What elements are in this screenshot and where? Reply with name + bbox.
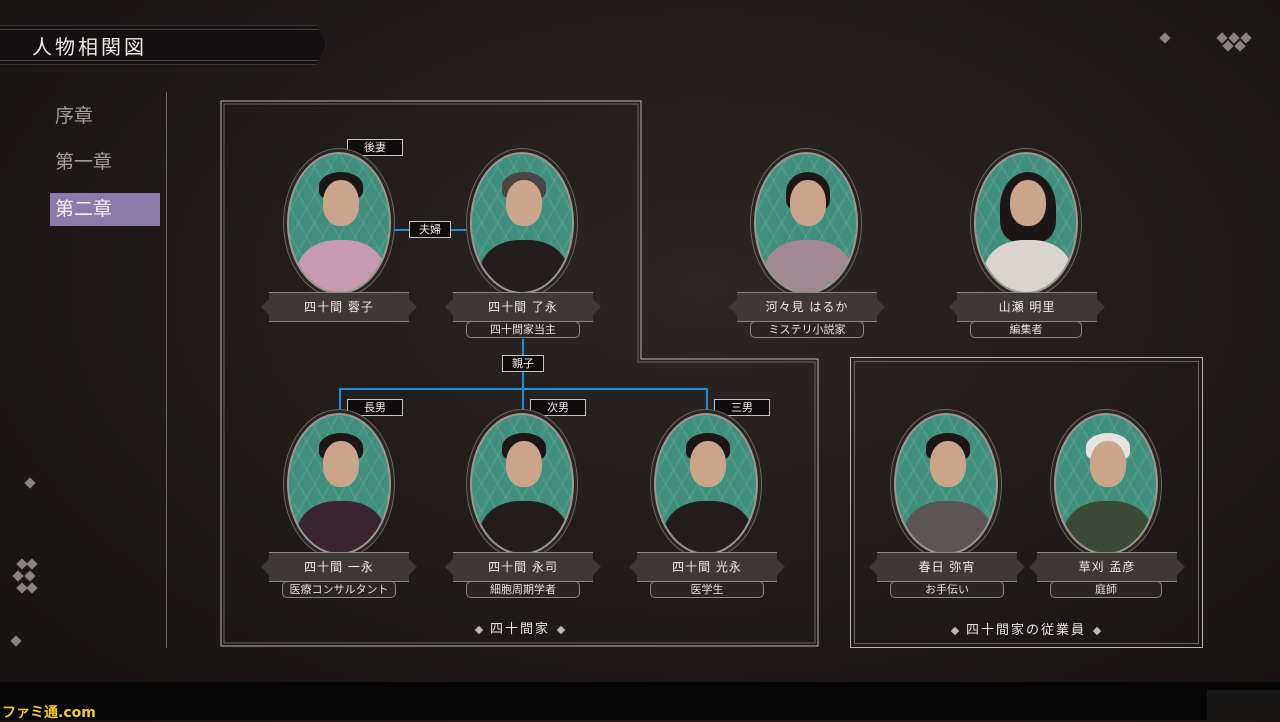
decor-diamond-icon <box>10 635 22 647</box>
role-eiji: 細胞周期学者 <box>466 581 580 598</box>
role-mitsunaga: 医学生 <box>650 581 764 598</box>
nameplate-yayoi: 春日 弥宵 <box>877 552 1017 582</box>
staff-frame <box>850 357 1203 648</box>
portrait-yayoi[interactable] <box>894 413 998 555</box>
family-frame <box>220 100 819 647</box>
decor-diamond-icon <box>12 570 24 582</box>
portrait-eiji[interactable] <box>470 413 574 555</box>
children-connector <box>339 388 708 390</box>
group-label-staff-text: 四十間家の従業員 <box>965 623 1086 638</box>
watermark-logo: ファミ通.com <box>2 705 96 721</box>
decor-diamond-icon <box>950 626 960 635</box>
portrait-ryouei[interactable] <box>470 152 574 294</box>
decor-diamond-icon <box>24 477 36 489</box>
decor-diamond-icon <box>474 625 484 634</box>
chapter-tab-1[interactable]: 第一章 <box>55 151 113 173</box>
portrait-takehiko[interactable] <box>1054 413 1158 555</box>
relation-tag-second-wife: 後妻 <box>347 139 403 156</box>
sidebar-divider <box>166 92 167 648</box>
nameplate-youko: 四十間 蓉子 <box>269 292 409 322</box>
decor-diamond-icon <box>1159 32 1171 44</box>
decor-diamond-icon <box>1092 626 1102 635</box>
role-ryouei: 四十間家当主 <box>466 321 580 338</box>
role-takehiko: 庭師 <box>1050 581 1162 598</box>
group-label-staff: 四十間家の従業員 <box>918 619 1134 638</box>
relation-tag-second-son: 次男 <box>530 399 586 416</box>
portrait-youko[interactable] <box>287 152 391 294</box>
group-label-family-text: 四十間家 <box>489 622 550 637</box>
portrait-haruka[interactable] <box>754 152 858 294</box>
parent-connector <box>522 339 524 409</box>
bottom-bar <box>0 682 1280 720</box>
decor-diamond-icon <box>26 558 38 570</box>
relation-tag-parent-child: 親子 <box>502 355 544 372</box>
nameplate-haruka: 河々見 はるか <box>737 292 877 322</box>
decor-diamond-icon <box>24 570 36 582</box>
relation-tag-eldest-son: 長男 <box>347 399 403 416</box>
child-connector-3 <box>706 388 708 410</box>
chapter-tab-2[interactable]: 第二章 <box>50 193 160 226</box>
role-haruka: ミステリ小説家 <box>750 321 864 338</box>
group-label-family: 四十間家 <box>440 618 600 637</box>
child-connector-1 <box>339 388 341 410</box>
chapter-tab-prologue[interactable]: 序章 <box>55 105 94 127</box>
relation-tag-spouse: 夫婦 <box>409 221 451 238</box>
nameplate-kazunaga: 四十間 一永 <box>269 552 409 582</box>
nameplate-takehiko: 草刈 孟彦 <box>1037 552 1177 582</box>
nameplate-akari: 山瀬 明里 <box>957 292 1097 322</box>
bottom-right-box <box>1207 690 1280 720</box>
relation-tag-third-son: 三男 <box>714 399 770 416</box>
portrait-mitsunaga[interactable] <box>654 413 758 555</box>
role-yayoi: お手伝い <box>890 581 1004 598</box>
portrait-akari[interactable] <box>974 152 1078 294</box>
decor-diamond-icon <box>26 582 38 594</box>
nameplate-eiji: 四十間 永司 <box>453 552 593 582</box>
decor-diamond-icon <box>556 625 566 634</box>
header-bar <box>0 25 326 65</box>
nameplate-mitsunaga: 四十間 光永 <box>637 552 777 582</box>
portrait-kazunaga[interactable] <box>287 413 391 555</box>
role-kazunaga: 医療コンサルタント <box>282 581 396 598</box>
nameplate-ryouei: 四十間 了永 <box>453 292 593 322</box>
staff-frame-inner <box>854 361 1199 644</box>
role-akari: 編集者 <box>970 321 1082 338</box>
page-title: 人物相関図 <box>32 35 147 59</box>
